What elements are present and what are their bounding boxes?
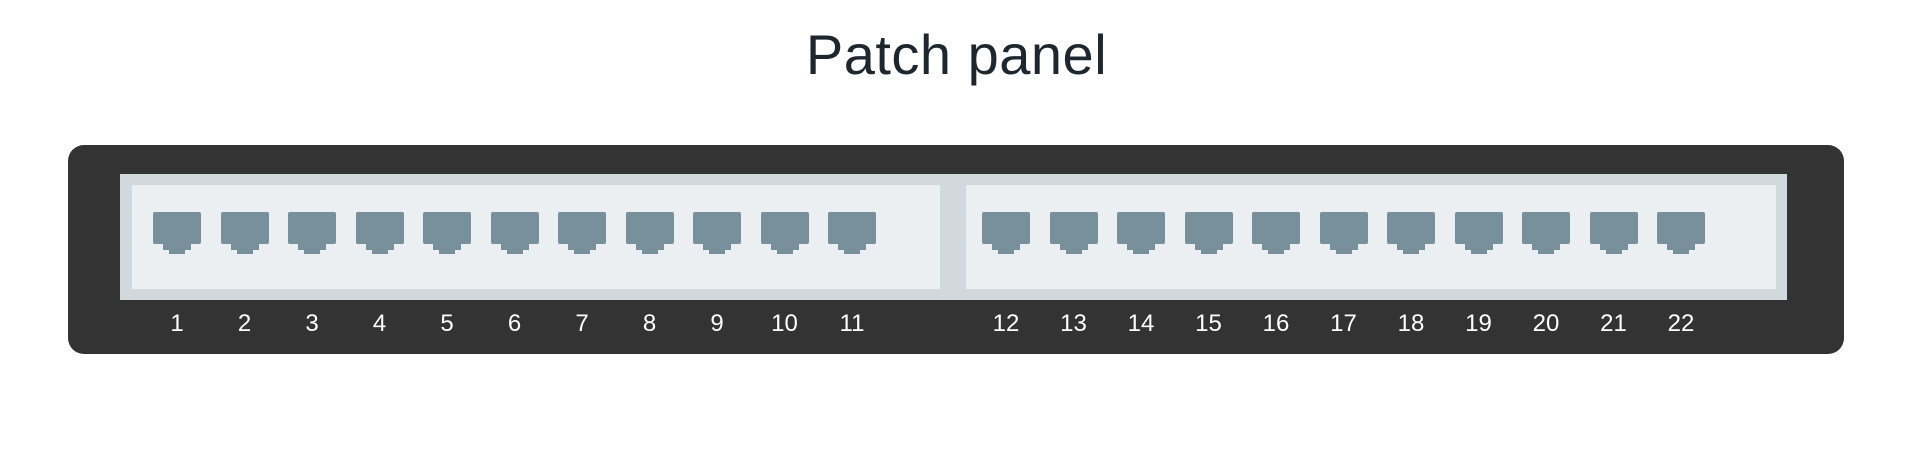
port-block-right [966, 185, 1776, 289]
port-number-label: 5 [440, 310, 454, 337]
patch-panel-faceplate [120, 174, 1787, 300]
ethernet-port-icon [1049, 212, 1098, 254]
ethernet-port-icon [1387, 212, 1435, 254]
port-number-label: 16 [1262, 310, 1290, 337]
ethernet-port-icon [828, 212, 876, 254]
port-number-label: 6 [507, 310, 522, 337]
ethernet-port-icon [1184, 212, 1233, 254]
port-number-label: 7 [575, 310, 589, 337]
port-number-label: 18 [1397, 310, 1425, 337]
ethernet-port-icon [1117, 212, 1165, 254]
ethernet-port-icon [760, 212, 809, 254]
ethernet-port-icon [288, 212, 336, 254]
port-number-label: 17 [1330, 310, 1357, 337]
ethernet-port-icon [625, 212, 674, 254]
port-number-label: 4 [372, 310, 387, 337]
port-number-label: 8 [642, 310, 657, 337]
port-number-label: 12 [992, 310, 1020, 337]
port-number-label: 11 [839, 310, 865, 337]
port-block-left [132, 185, 940, 289]
port-number-label: 22 [1667, 310, 1695, 337]
ethernet-port-icon [490, 212, 539, 254]
ethernet-port-icon [220, 212, 269, 254]
ethernet-port-icon [558, 212, 606, 254]
ethernet-port-icon [1252, 212, 1300, 254]
port-number-label: 21 [1600, 310, 1627, 337]
port-number-label: 15 [1195, 310, 1222, 337]
ethernet-port-icon [1522, 212, 1570, 254]
port-number-label: 19 [1465, 310, 1492, 337]
ethernet-port-icon [1589, 212, 1638, 254]
ethernet-port-icon [1657, 212, 1705, 254]
port-number-label: 2 [237, 310, 252, 337]
ethernet-port-icon [693, 212, 741, 254]
port-number-label: 20 [1532, 310, 1560, 337]
diagram-title: Patch panel [805, 23, 1108, 86]
port-number-label: 13 [1060, 310, 1087, 337]
ethernet-port-icon [423, 212, 471, 254]
port-number-label: 1 [170, 310, 184, 337]
ethernet-port-icon [1454, 212, 1503, 254]
port-number-label: 9 [710, 310, 724, 337]
ethernet-port-icon [355, 212, 404, 254]
port-number-label: 3 [305, 310, 319, 337]
ethernet-port-icon [153, 212, 201, 254]
ethernet-port-icon [1319, 212, 1368, 254]
port-number-label: 10 [771, 310, 798, 337]
ethernet-port-icon [982, 212, 1030, 254]
port-number-label: 14 [1127, 310, 1155, 337]
